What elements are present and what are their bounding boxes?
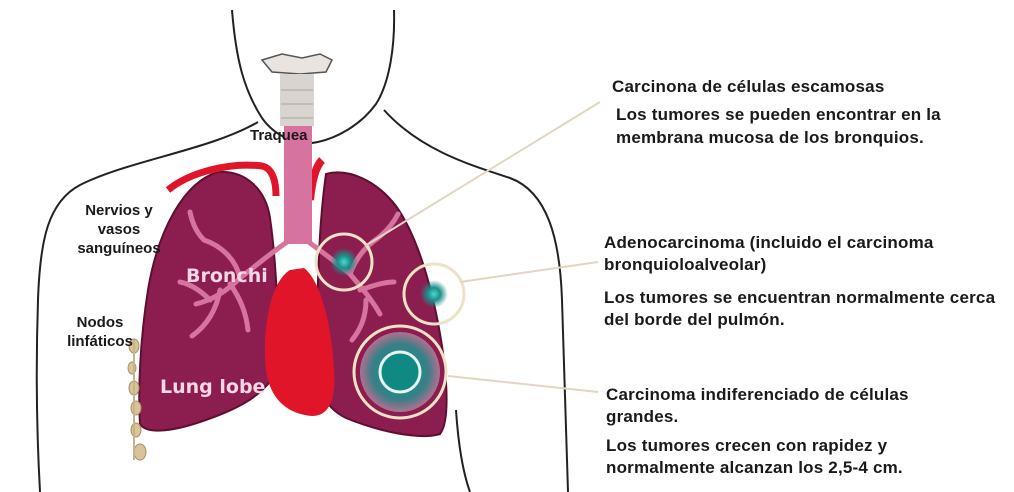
tumor-adeno (420, 280, 448, 308)
label-nerves-vessels: Nervios y vasos sanguíneos (74, 202, 164, 258)
leader-line-3 (448, 376, 598, 392)
callout-description: Los tumores crecen con rapidez y normalm… (606, 435, 976, 480)
tumor-large-cell-core (380, 352, 420, 392)
leader-line-2 (460, 262, 598, 282)
callout-adenocarcinoma: Adenocarcinoma (incluido el carcinoma br… (604, 232, 1008, 332)
label-lymph-nodes: Nodos linfáticos (62, 314, 138, 352)
label-lung-lobe: Lung lobe (160, 376, 265, 398)
label-bronchi: Bronchi (186, 265, 268, 287)
callout-description: Los tumores se pueden encontrar en la me… (612, 104, 1008, 149)
callout-title: Adenocarcinoma (incluido el carcinoma br… (604, 232, 1008, 277)
callout-title: Carcinoma indiferenciado de células gran… (606, 384, 976, 429)
callout-large-cell: Carcinoma indiferenciado de células gran… (606, 384, 976, 480)
leader-line-1 (365, 102, 600, 246)
callout-description: Los tumores se encuentran normalmente ce… (604, 287, 1008, 332)
callout-title: Carcinona de células escamosas (612, 76, 1008, 98)
larynx (262, 54, 332, 74)
callout-squamous: Carcinona de células escamosas Los tumor… (612, 76, 1008, 149)
label-trachea: Traquea (250, 127, 308, 146)
tumor-squamous (330, 248, 358, 276)
arm-line-right (456, 410, 470, 492)
